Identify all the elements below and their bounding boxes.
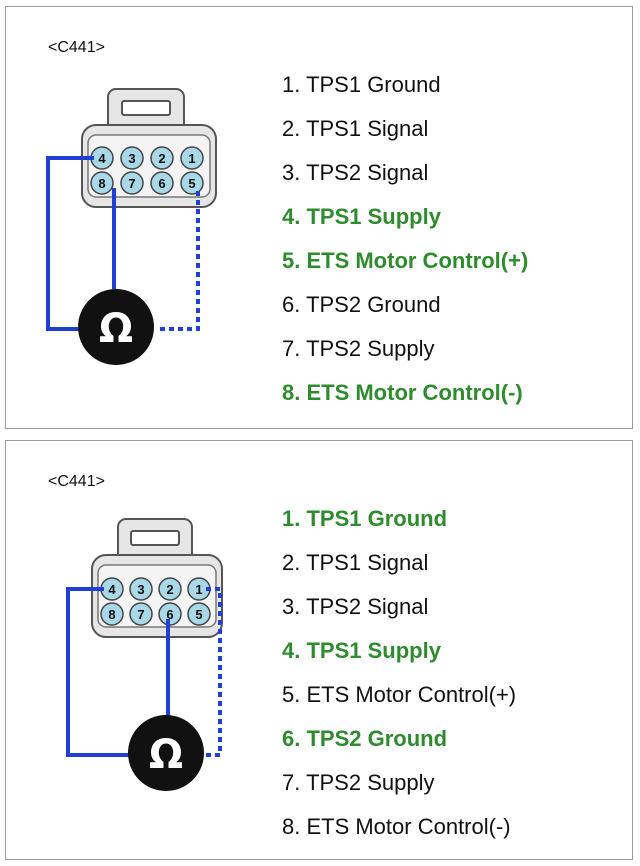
pin-label: 7. TPS2 Supply: [282, 336, 435, 361]
ohmmeter-icon: Ω: [78, 289, 154, 365]
pin-6: [150, 171, 174, 195]
pin-7: [129, 602, 153, 626]
pin-label-highlighted: 5. ETS Motor Control(+): [282, 248, 529, 273]
pin-number: 7: [137, 607, 144, 622]
pin-number: 5: [188, 176, 195, 191]
pin-label: 2. TPS1 Signal: [282, 116, 429, 141]
pin-number: 6: [158, 176, 165, 191]
pin-list: 1. TPS1 Ground 2. TPS1 Signal 3. TPS2 Si…: [282, 63, 528, 415]
diagram-panel-2: <C441> 4 3 2 1 8 7 6 5: [5, 440, 633, 860]
ohmmeter-icon: Ω: [128, 715, 204, 791]
pin-2: [158, 577, 182, 601]
pin-number: 1: [195, 582, 202, 597]
pin-label-highlighted: 4. TPS1 Supply: [282, 204, 441, 229]
pin-number: 3: [137, 582, 144, 597]
pin-label: 6. TPS2 Ground: [282, 292, 441, 317]
probe-wires: [46, 156, 200, 331]
connector-label: <C441>: [48, 473, 105, 490]
pin-number: 7: [128, 176, 135, 191]
pin-8: [90, 171, 114, 195]
pin-1: [180, 146, 204, 170]
pin-3: [129, 577, 153, 601]
pin-label: 7. TPS2 Supply: [282, 770, 435, 795]
pin-label-highlighted: 1. TPS1 Ground: [282, 506, 448, 531]
pin-label-highlighted: 4. TPS1 Supply: [282, 638, 441, 663]
ohm-symbol: Ω: [99, 306, 133, 352]
pin-label: 3. TPS2 Signal: [282, 594, 429, 619]
probe-wire-pin4: [46, 156, 94, 331]
pin-label: 8. ETS Motor Control(-): [282, 814, 511, 839]
pin-label: 3. TPS2 Signal: [282, 160, 429, 185]
connector-label: <C441>: [48, 39, 105, 56]
pin-5: [180, 171, 204, 195]
probe-wire-pin4: [66, 587, 130, 757]
pin-number: 8: [108, 607, 115, 622]
ohm-symbol: Ω: [149, 732, 183, 778]
pin-8: [100, 602, 124, 626]
connector-diagram: 4 3 2 1 8 7 6 5 Ω: [66, 518, 223, 791]
pin-number: 4: [98, 151, 106, 166]
pin-number: 5: [195, 607, 202, 622]
pin-number: 2: [158, 151, 165, 166]
pin-3: [120, 146, 144, 170]
pin-5: [187, 602, 211, 626]
connector-pins: 4 3 2 1 8 7 6 5: [100, 577, 211, 626]
pin-number: 2: [166, 582, 173, 597]
pin-2: [150, 146, 174, 170]
pin-label: 5. ETS Motor Control(+): [282, 682, 517, 707]
pin-label: 2. TPS1 Signal: [282, 550, 429, 575]
pin-number: 1: [188, 151, 195, 166]
pin-label-highlighted: 6. TPS2 Ground: [282, 726, 448, 751]
pin-label: 1. TPS1 Ground: [282, 72, 441, 97]
pin-number: 6: [166, 607, 173, 622]
probe-wires: [66, 587, 222, 757]
pin-number: 8: [98, 176, 105, 191]
probe-wire-pin5-dashed: [156, 191, 200, 331]
pin-number: 4: [108, 582, 116, 597]
diagram-panel-1: <C441> 4 3 2 1 8 7 6 5: [5, 6, 633, 429]
pin-7: [120, 171, 144, 195]
pin-number: 3: [128, 151, 135, 166]
pin-list: 1. TPS1 Ground 2. TPS1 Signal 3. TPS2 Si…: [282, 497, 516, 849]
connector-diagram: 4 3 2 1 8 7 6 5 Ω: [46, 88, 217, 365]
pin-label-highlighted: 8. ETS Motor Control(-): [282, 380, 523, 405]
connector-pins: 4 3 2 1 8 7 6 5: [90, 146, 204, 195]
